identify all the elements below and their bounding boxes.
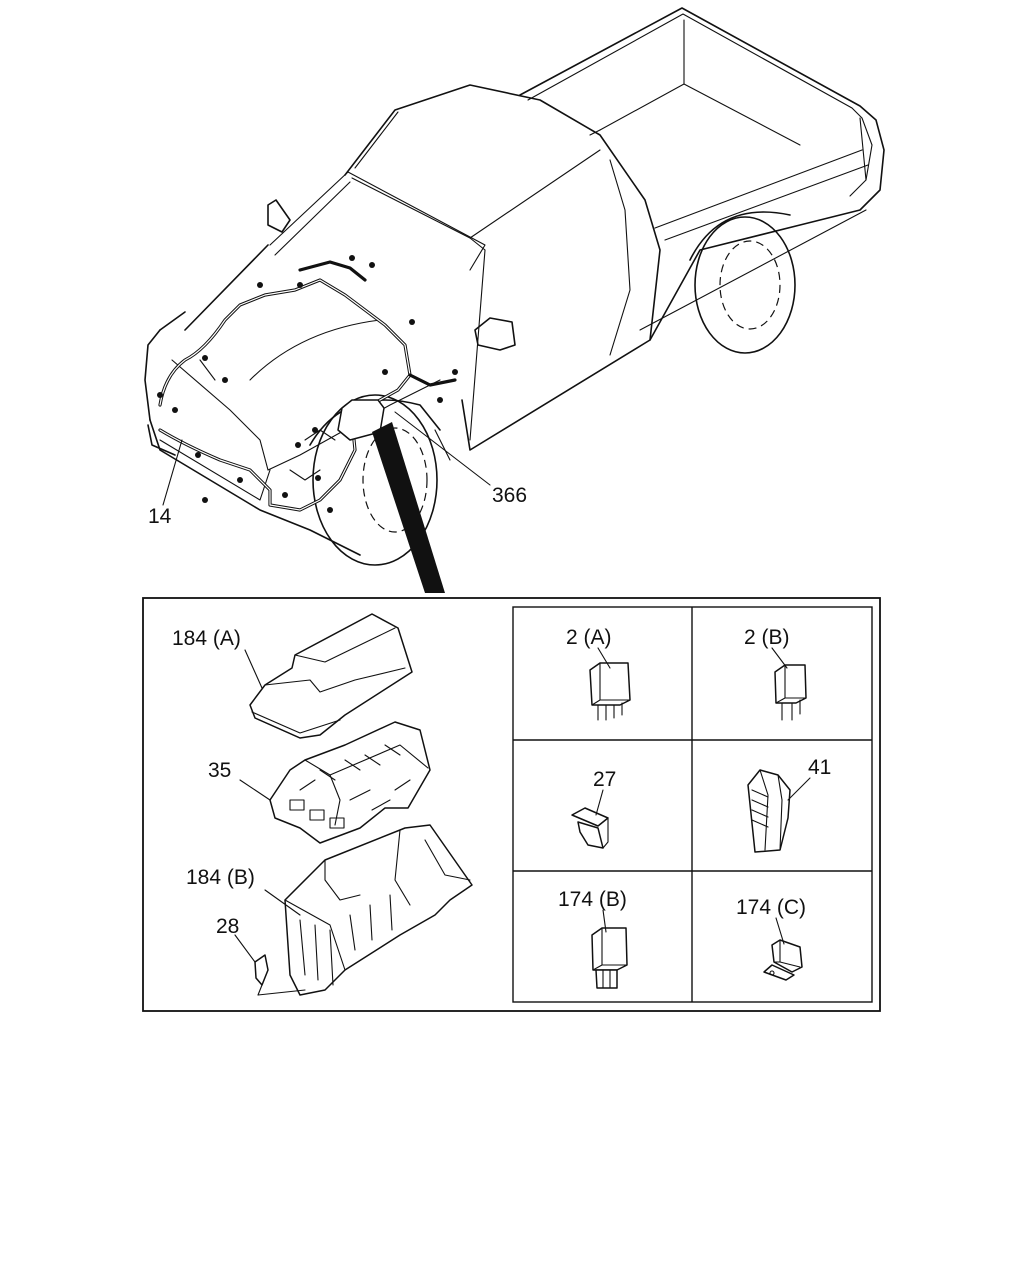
relay-174c-part bbox=[763, 939, 803, 981]
callout-leader-2a bbox=[597, 647, 611, 669]
callout-leader-174b bbox=[602, 909, 607, 933]
parts-grid bbox=[512, 606, 873, 1003]
callout-174c: 174 (C) bbox=[736, 896, 806, 919]
callout-184a: 184 (A) bbox=[172, 627, 241, 650]
callout-leader-27 bbox=[595, 789, 604, 816]
callout-leader-2b bbox=[771, 647, 788, 669]
callout-leader-41 bbox=[787, 777, 811, 801]
relay-2a-part bbox=[589, 662, 631, 721]
detail-panel bbox=[142, 597, 881, 1012]
callout-14: 14 bbox=[148, 505, 172, 528]
callout-2a: 2 (A) bbox=[566, 626, 612, 649]
callout-28: 28 bbox=[216, 915, 239, 938]
callout-leader-366 bbox=[394, 411, 491, 486]
callout-leader-174c bbox=[775, 917, 785, 945]
fuse-27-part bbox=[571, 807, 609, 849]
callout-2b: 2 (B) bbox=[744, 626, 790, 649]
callout-leader-14 bbox=[162, 439, 183, 506]
callout-leader-184b bbox=[264, 889, 301, 916]
callout-41: 41 bbox=[808, 756, 831, 779]
fuse-puller-41-part bbox=[747, 769, 791, 853]
fuse-box-exploded bbox=[249, 613, 473, 996]
callout-35: 35 bbox=[208, 759, 231, 782]
callout-leader-35 bbox=[239, 779, 271, 801]
relay-174b-part bbox=[591, 927, 628, 989]
callout-366: 366 bbox=[492, 484, 527, 507]
callout-184b: 184 (B) bbox=[186, 866, 255, 889]
callout-leader-184a bbox=[244, 649, 263, 689]
relay-2b-part bbox=[774, 664, 807, 721]
detail-pointer-arrow bbox=[372, 422, 445, 593]
pickup-truck-illustration bbox=[144, 7, 885, 566]
callout-174b: 174 (B) bbox=[558, 888, 627, 911]
callout-leader-28 bbox=[234, 934, 256, 963]
callout-27: 27 bbox=[593, 768, 616, 791]
